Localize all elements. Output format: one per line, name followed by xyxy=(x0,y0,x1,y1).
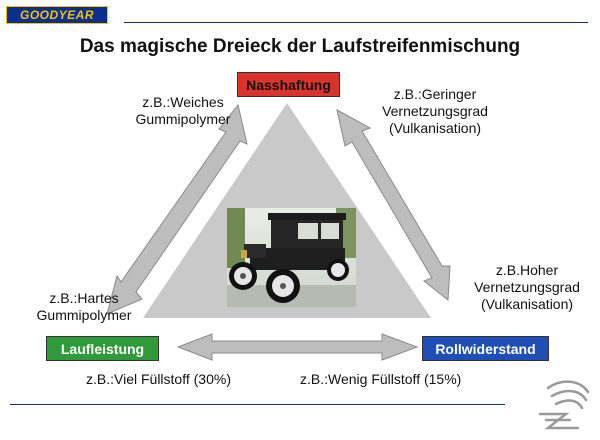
annotation-top-right: z.B.:Geringer Vernetzungsgrad (Vulkanisa… xyxy=(360,86,510,137)
annotation-bottom-left: z.B.:Hartes Gummipolymer xyxy=(24,290,144,324)
header-rule xyxy=(124,22,588,23)
box-nasshaftung: Nasshaftung xyxy=(237,72,340,97)
winged-foot-icon xyxy=(538,380,590,430)
footer-rule xyxy=(10,404,505,405)
annotation-bottom-right: z.B.Hoher Vernetzungsgrad (Vulkanisation… xyxy=(458,262,596,313)
annotation-line: Vernetzungsgrad xyxy=(474,279,580,295)
slide-title: Das magische Dreieck der Laufstreifenmis… xyxy=(79,36,521,57)
annotation-line: Vernetzungsgrad xyxy=(382,103,488,119)
annotation-line: Gummipolymer xyxy=(135,111,231,127)
box-laufleistung: Laufleistung xyxy=(46,336,159,361)
box-rollwiderstand: Rollwiderstand xyxy=(422,336,549,361)
bottom-double-arrow xyxy=(176,333,419,361)
annotation-line: z.B.:Hartes xyxy=(49,290,119,306)
right-double-arrow xyxy=(336,109,451,301)
annotation-line: (Vulkanisation) xyxy=(388,120,482,136)
vintage-car-photo xyxy=(227,208,356,307)
goodyear-logo: GOODYEAR xyxy=(6,6,108,24)
annotation-line: Gummipolymer xyxy=(36,307,132,323)
annotation-top-left: z.B.:Weiches Gummipolymer xyxy=(118,94,248,128)
annotation-fill-left: z.B.:Viel Füllstoff (30%) xyxy=(86,371,231,387)
annotation-fill-right: z.B.:Wenig Füllstoff (15%) xyxy=(300,371,462,387)
annotation-line: z.B.Hoher xyxy=(495,262,559,278)
annotation-line: z.B.:Weiches xyxy=(142,94,224,110)
annotation-line: (Vulkanisation) xyxy=(480,296,574,312)
annotation-line: z.B.:Geringer xyxy=(393,86,477,102)
left-double-arrow xyxy=(106,103,248,315)
